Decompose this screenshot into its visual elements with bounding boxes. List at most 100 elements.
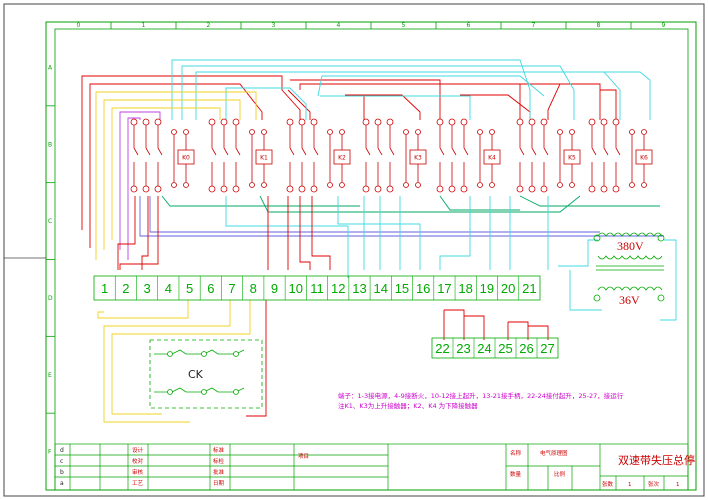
row-letter: b	[60, 469, 64, 476]
wiring	[81, 59, 677, 423]
contact-terminal	[460, 185, 468, 193]
column-label: 5	[402, 22, 406, 29]
standard-label: 标准	[213, 446, 225, 454]
row-label: A	[48, 64, 53, 71]
aux-terminal	[403, 182, 409, 188]
coil-terminal	[339, 182, 345, 188]
column-label: 0	[77, 22, 81, 29]
contact-terminal	[448, 185, 456, 193]
column-label: 7	[532, 22, 536, 29]
name-label: 名称	[510, 449, 522, 457]
terminal-number: 21	[522, 281, 536, 296]
coil-terminal	[261, 182, 267, 188]
date-label: 日期	[213, 480, 225, 487]
wire-yellow	[103, 300, 231, 423]
terminal-number: 2	[122, 281, 129, 296]
wire-red	[287, 89, 311, 120]
contact-terminal	[600, 185, 608, 193]
contactor-label: K3	[414, 155, 422, 162]
coil-terminal	[641, 129, 647, 135]
contactor-note: 注K1、K3为上升接触器；K2、K4 为下降接触器	[338, 401, 478, 410]
contact-blade	[451, 147, 457, 156]
ck-terminal	[167, 389, 173, 395]
title-block	[54, 443, 689, 491]
project-label: 项目	[298, 453, 309, 460]
contact-terminal	[142, 185, 150, 193]
wire-red	[141, 196, 149, 270]
contact-blade	[223, 147, 229, 156]
terminal-number: 26	[519, 341, 533, 356]
drawing-name: 电气原理图	[540, 449, 568, 457]
wire-red	[89, 83, 263, 248]
contact-terminal	[528, 185, 536, 193]
row-label: D	[48, 295, 53, 302]
row-label: F	[48, 449, 52, 456]
contactor-label: K0	[182, 155, 190, 162]
wire-red	[460, 94, 531, 120]
transformer-low-voltage: 36V	[619, 293, 640, 307]
contact-blade	[389, 147, 395, 156]
terminal-number: 22	[435, 341, 449, 356]
contact-terminal	[362, 185, 370, 193]
wire-cyan	[569, 270, 602, 311]
wire-red	[508, 321, 529, 340]
sheet-no-label: 张次	[648, 480, 660, 488]
contact-blade	[603, 147, 609, 156]
contactor-group: K5	[516, 118, 581, 193]
wire-yellow	[95, 91, 257, 260]
terminal-number: 25	[498, 341, 512, 356]
coil-terminal	[261, 129, 267, 135]
ck-switch: CK	[149, 339, 263, 409]
wire-purple	[127, 117, 141, 260]
sheet-count-label: 张数	[602, 480, 614, 488]
row-letter: a	[60, 480, 64, 487]
wire-yellow	[111, 107, 221, 240]
contact-blade	[289, 147, 295, 156]
terminal-number: 20	[501, 281, 515, 296]
row-letter: d	[60, 447, 64, 454]
wire-cyan	[317, 75, 545, 97]
contact-blade	[439, 147, 445, 156]
wire-cyan	[320, 95, 471, 120]
contact-terminal	[460, 118, 468, 126]
wire-red	[246, 300, 267, 417]
aux-terminal	[171, 129, 177, 135]
contact-blade	[157, 147, 163, 156]
column-label: 9	[662, 22, 666, 29]
contact-blade	[463, 147, 469, 156]
contact-blade	[615, 147, 621, 156]
contact-terminal	[298, 118, 306, 126]
contact-terminal	[374, 185, 382, 193]
wire-red	[119, 196, 159, 270]
column-label: 1	[142, 22, 146, 29]
ck-terminal	[233, 389, 239, 395]
terminal-block-frame	[93, 275, 541, 301]
coil-terminal	[415, 129, 421, 135]
aux-terminal	[403, 129, 409, 135]
scale-label: 比例	[554, 470, 566, 478]
aux-terminal	[327, 182, 333, 188]
contact-terminal	[448, 118, 456, 126]
wire-blue	[139, 196, 664, 237]
wire-cyan	[225, 87, 307, 120]
outer-frame	[3, 3, 705, 497]
terminal-number: 23	[456, 341, 470, 356]
contact-terminal	[374, 118, 382, 126]
review-label: 审核	[132, 468, 144, 476]
terminal-number: 6	[207, 281, 214, 296]
wire-red	[345, 94, 421, 120]
contactor-group: K2	[286, 118, 351, 193]
wire-red	[311, 196, 331, 270]
transformer-terminal	[657, 234, 665, 242]
terminal-number: 13	[352, 281, 366, 296]
contactor-group: K4	[436, 118, 501, 193]
transformer-high-voltage: 380V	[617, 239, 644, 253]
contact-terminal	[298, 185, 306, 193]
contact-terminal	[286, 185, 294, 193]
terminal-number: 10	[289, 281, 303, 296]
contact-blade	[211, 147, 217, 156]
contact-blade	[145, 147, 151, 156]
